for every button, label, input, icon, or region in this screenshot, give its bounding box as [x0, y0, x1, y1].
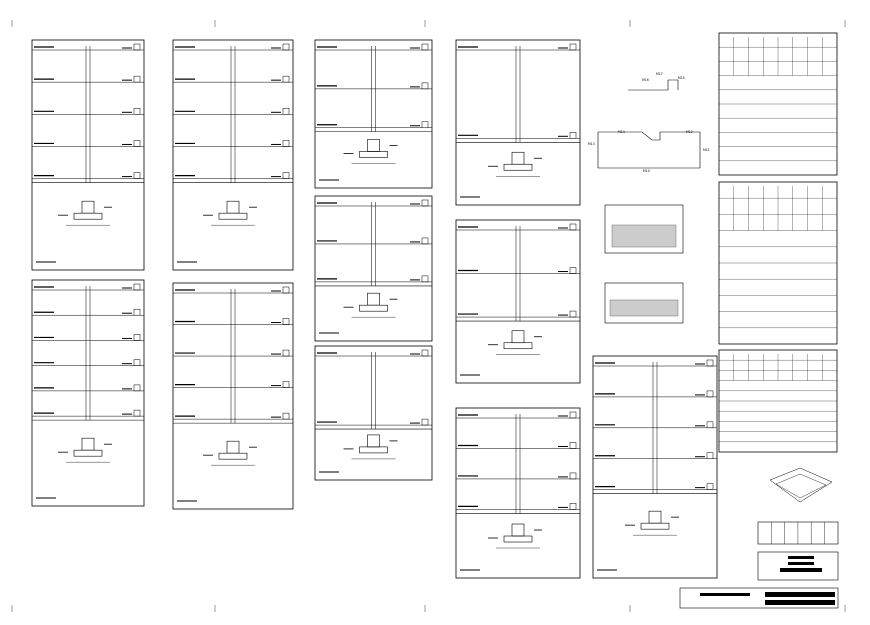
level-marker-box: [421, 82, 429, 90]
level-marker-box: [133, 384, 141, 392]
plan-label-m15: M15: [678, 76, 685, 80]
plan-label-m14: M14: [618, 130, 625, 134]
level-marker-box: [133, 334, 141, 341]
footing-section: [503, 342, 533, 350]
level-marker-box: [569, 503, 577, 510]
column-detail-panel: [172, 282, 294, 510]
footing-section: [359, 446, 388, 454]
level-marker-box: [133, 75, 141, 83]
title-block-bar: [765, 592, 835, 597]
level-marker-box: [282, 286, 290, 294]
column-detail-panel: [455, 219, 581, 384]
level-marker-box: [282, 172, 290, 179]
footing-section: [218, 212, 248, 220]
column-detail-panel: [455, 39, 581, 206]
level-marker-box: [133, 359, 141, 366]
plan-label-m11: M11: [703, 148, 710, 152]
beam-section-detail: [604, 282, 684, 324]
small-plan-outline: [628, 79, 679, 91]
level-marker-box: [421, 349, 429, 357]
column-detail-panel: [31, 279, 145, 507]
level-marker-box: [569, 442, 577, 449]
footing-section: [503, 163, 533, 171]
level-marker-box: [133, 108, 141, 115]
footing-section: [359, 151, 388, 158]
title-block-bar: [700, 593, 750, 596]
level-marker-box: [569, 132, 577, 139]
level-marker-box: [133, 283, 141, 291]
hatched-fill: [611, 224, 677, 248]
column-detail-panel: [314, 195, 433, 342]
level-marker-box: [569, 310, 577, 318]
level-marker-box: [282, 318, 290, 325]
level-marker-box: [421, 418, 429, 426]
column-detail-panel: [455, 407, 581, 579]
footing-section: [640, 522, 670, 530]
level-marker-box: [706, 359, 714, 367]
column-detail-panel: [172, 39, 294, 271]
column-detail-panel: [314, 39, 433, 189]
level-marker-box: [282, 140, 290, 147]
level-marker-box: [421, 43, 429, 51]
foundation-plan-outline: [597, 131, 701, 169]
level-marker-box: [706, 483, 714, 490]
footing-section: [218, 452, 248, 460]
level-marker-box: [421, 237, 429, 245]
foundation-section-detail: [604, 204, 684, 254]
level-marker-box: [569, 267, 577, 274]
level-marker-box: [133, 140, 141, 147]
isometric-sketch: [769, 467, 833, 503]
hatched-fill: [609, 299, 679, 317]
level-marker-box: [282, 381, 290, 388]
level-marker-box: [421, 121, 429, 129]
footing-section: [359, 304, 388, 312]
level-marker-box: [133, 409, 141, 417]
level-marker-box: [282, 412, 290, 420]
footing-section: [503, 535, 533, 543]
level-marker-box: [282, 75, 290, 83]
footing-section: [73, 449, 103, 457]
level-marker-box: [569, 411, 577, 419]
plan-label-m13: M13: [588, 142, 595, 146]
plan-label-m16: M16: [642, 78, 649, 82]
plan-label-m12: M12: [686, 130, 693, 134]
title-block-bar: [780, 568, 822, 572]
level-marker-box: [706, 421, 714, 429]
title-block-bar: [765, 600, 835, 605]
level-marker-box: [133, 172, 141, 179]
column-detail-panel: [314, 345, 433, 481]
level-marker-box: [282, 43, 290, 51]
level-marker-box: [421, 275, 429, 283]
plan-label-m10: M10: [643, 169, 650, 173]
level-marker-box: [706, 390, 714, 398]
level-marker-box: [282, 349, 290, 357]
level-marker-box: [569, 43, 577, 51]
level-marker-box: [282, 108, 290, 115]
isometric-sketch: [775, 473, 827, 499]
column-detail-panel: [31, 39, 145, 271]
footing-section: [73, 212, 103, 220]
level-marker-box: [133, 43, 141, 51]
title-block-bar: [788, 562, 814, 565]
column-detail-panel: [592, 355, 718, 579]
level-marker-box: [706, 452, 714, 459]
level-marker-box: [569, 472, 577, 480]
plan-label-m17: M17: [656, 72, 663, 76]
level-marker-box: [569, 223, 577, 231]
title-block-bar: [788, 556, 814, 559]
level-marker-box: [133, 308, 141, 316]
level-marker-box: [421, 199, 429, 207]
